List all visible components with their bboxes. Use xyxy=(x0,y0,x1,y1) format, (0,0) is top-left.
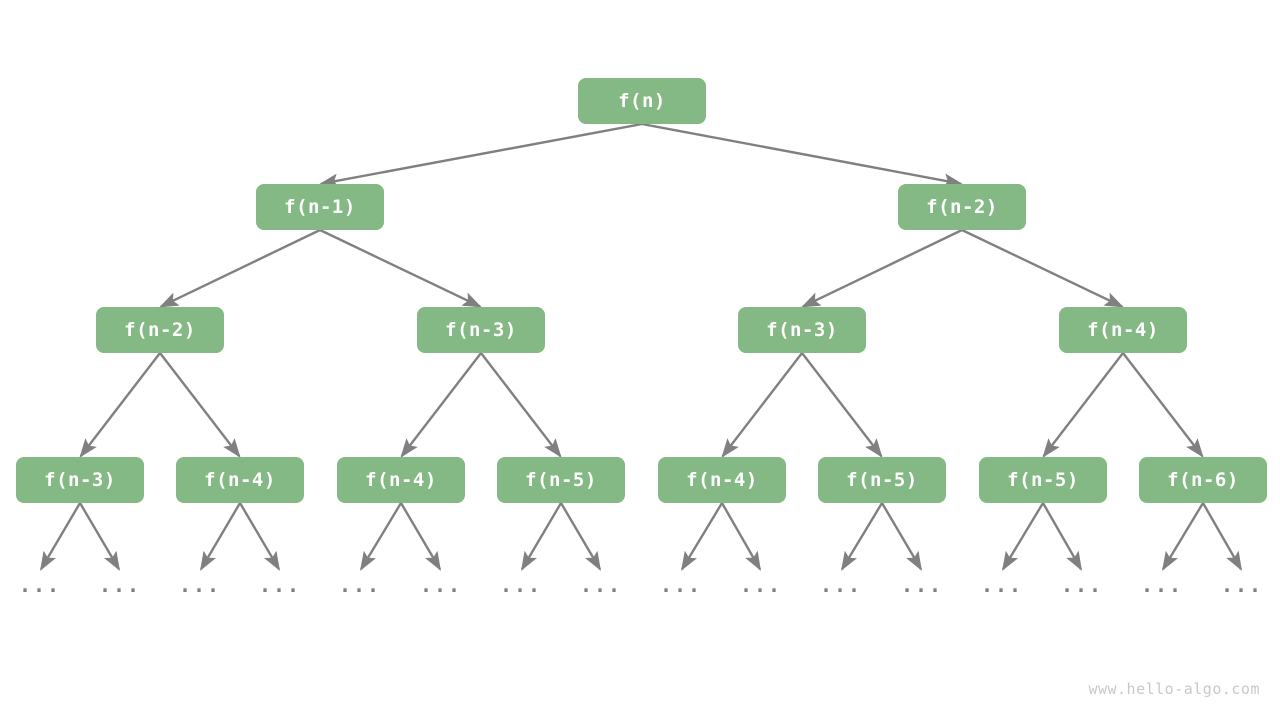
ellipsis-marker: ... xyxy=(419,573,463,597)
tree-node: f(n-5) xyxy=(979,457,1107,503)
ellipsis-marker: ... xyxy=(499,573,543,597)
tree-edge xyxy=(159,228,321,308)
ellipsis-marker: ... xyxy=(1220,573,1264,597)
tree-edge xyxy=(1201,502,1243,571)
tree-node: f(n-3) xyxy=(417,307,545,353)
ellipsis-marker: ... xyxy=(900,573,944,597)
tree-node: f(n-4) xyxy=(658,457,786,503)
tree-edge xyxy=(400,352,482,458)
tree-edge xyxy=(199,502,242,571)
ellipsis-marker: ... xyxy=(819,573,863,597)
tree-edge xyxy=(841,502,884,571)
tree-node: f(n-3) xyxy=(738,307,866,353)
tree-edge xyxy=(559,502,602,571)
tree-node: f(n-3) xyxy=(16,457,144,503)
tree-node: f(n-4) xyxy=(337,457,465,503)
ellipsis-marker: ... xyxy=(980,573,1024,597)
tree-edge xyxy=(961,228,1124,308)
tree-edge xyxy=(39,502,82,571)
ellipsis-marker: ... xyxy=(739,573,783,597)
tree-node: f(n-5) xyxy=(497,457,625,503)
tree-edge xyxy=(520,502,563,571)
tree-edge xyxy=(721,352,803,458)
tree-edge xyxy=(1002,502,1045,571)
ellipsis-marker: ... xyxy=(1140,573,1184,597)
tree-node: f(n) xyxy=(578,78,706,124)
tree-node: f(n-4) xyxy=(176,457,304,503)
tree-edge xyxy=(1042,352,1124,458)
tree-node: f(n-6) xyxy=(1139,457,1267,503)
tree-edge xyxy=(641,122,963,188)
ellipsis-marker: ... xyxy=(1060,573,1104,597)
ellipsis-marker: ... xyxy=(98,573,142,597)
tree-edge xyxy=(880,502,923,571)
tree-node: f(n-2) xyxy=(96,307,224,353)
tree-edge xyxy=(1122,352,1204,458)
tree-edge xyxy=(1041,502,1083,571)
tree-edge xyxy=(319,122,643,188)
tree-node: f(n-1) xyxy=(256,184,384,230)
ellipsis-marker: ... xyxy=(579,573,623,597)
tree-edge xyxy=(360,502,403,571)
tree-edge xyxy=(159,352,241,458)
tree-edge xyxy=(79,352,161,458)
ellipsis-marker: ... xyxy=(18,573,62,597)
tree-edge xyxy=(681,502,724,571)
tree-edge xyxy=(801,352,883,458)
ellipsis-marker: ... xyxy=(659,573,703,597)
tree-node: f(n-4) xyxy=(1059,307,1187,353)
ellipsis-marker: ... xyxy=(258,573,302,597)
tree-node: f(n-2) xyxy=(898,184,1026,230)
tree-edge xyxy=(480,352,562,458)
tree-edge xyxy=(399,502,442,571)
watermark: www.hello-algo.com xyxy=(1088,680,1260,698)
tree-edge xyxy=(78,502,121,571)
ellipsis-marker: ... xyxy=(178,573,222,597)
tree-edge xyxy=(801,228,963,308)
tree-edge xyxy=(1162,502,1205,571)
tree-edge xyxy=(238,502,281,571)
tree-node: f(n-5) xyxy=(818,457,946,503)
ellipsis-marker: ... xyxy=(338,573,382,597)
tree-edge xyxy=(720,502,762,571)
tree-edge xyxy=(319,228,482,308)
